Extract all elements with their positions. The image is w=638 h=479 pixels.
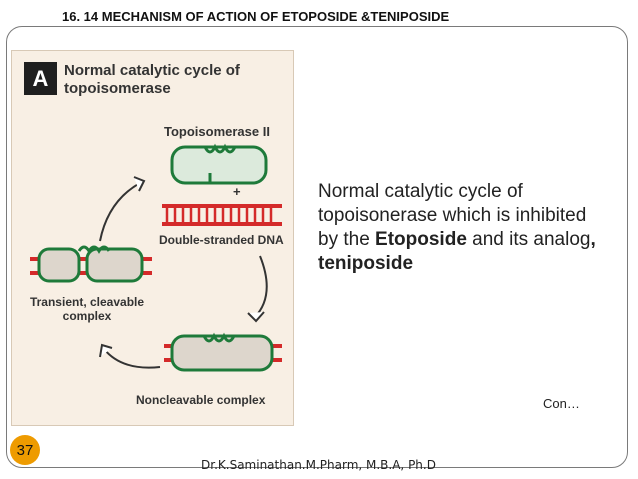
arrow-left [103,348,161,369]
slide-title: 16. 14 MECHANISM OF ACTION OF ETOPOSIDE … [62,9,450,24]
description-part2: and its analog [466,229,591,250]
page-number-badge: 37 [10,435,40,465]
noncleavable-complex [164,332,282,372]
description-part1: Normal catalytic cycle of topoisonerase … [318,181,587,250]
dna-strand [162,204,282,226]
cycle-diagram [30,143,282,372]
footer-author: Dr.K.Saminathan.M.Pharm, M.B.A, Ph.D [201,458,436,472]
arrow-up-right [99,182,141,242]
drug-teniposide: , teniposide [318,229,596,274]
drug-etoposide: Etoposide [375,229,467,250]
arrow-down [253,255,268,319]
label-plus: + [233,184,241,199]
label-topoisomerase: Topoisomerase II [164,124,270,139]
label-dna: Double-stranded DNA [159,233,284,247]
continued-label: Con… [543,396,580,411]
figure-badge: A [24,62,57,95]
mechanism-figure: A Normal catalytic cycle of topoisomeras… [11,50,294,426]
topoisomerase-enzyme [170,143,268,185]
label-transient: Transient, cleavable complex [29,295,145,323]
slide-frame [6,26,628,468]
figure-title: Normal catalytic cycle of topoisomerase [64,62,240,97]
description-text: Normal catalytic cycle of topoisonerase … [318,180,598,276]
cycle-arrows [99,176,268,369]
transient-complex [30,245,152,283]
label-noncleavable: Noncleavable complex [136,393,266,407]
